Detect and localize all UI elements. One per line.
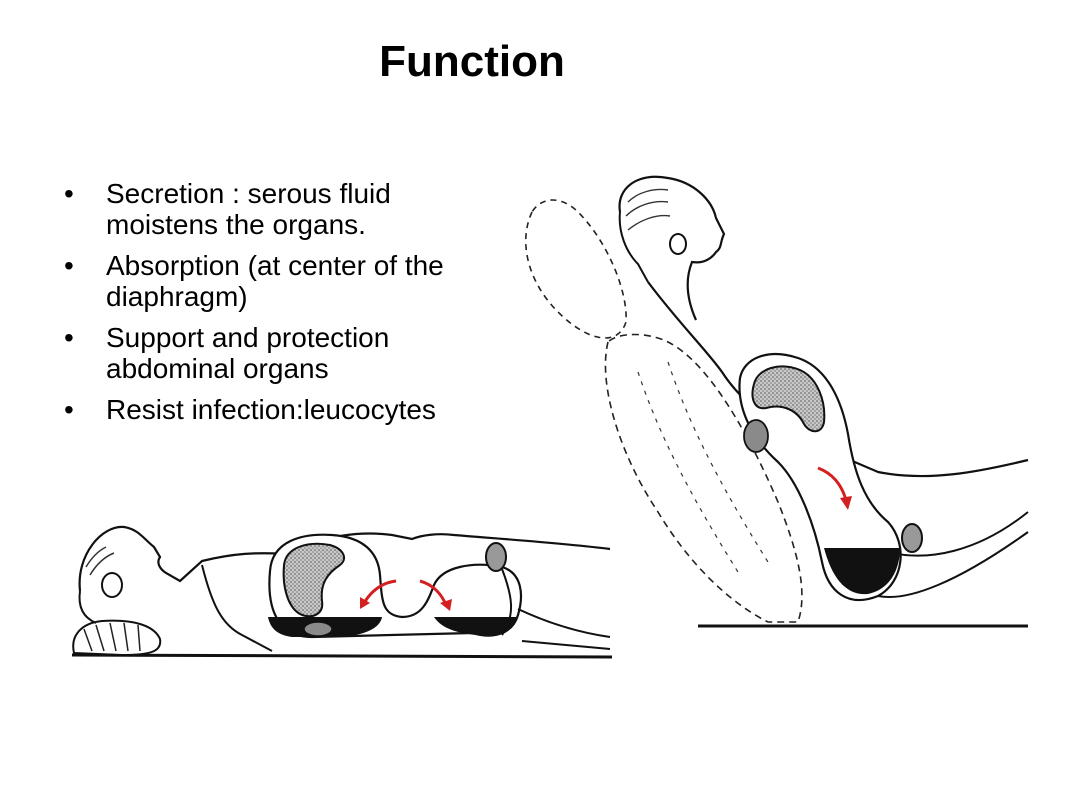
reclined-figure-illustration: [525, 175, 1029, 628]
head-outline: [78, 525, 293, 592]
pillow-shape: [72, 619, 162, 657]
arrow-down-icon: [817, 466, 848, 501]
bullet-item: • Secretion : serous fluid moistens the …: [62, 178, 462, 240]
bullet-item: • Support and protection abdominal organ…: [62, 322, 462, 384]
bullet-icon: •: [64, 322, 74, 353]
supine-figure-illustration: [71, 525, 613, 659]
bullet-icon: •: [64, 394, 74, 425]
slide-title: Function: [379, 37, 565, 86]
pillow-shape: [604, 333, 803, 623]
head-outline: [618, 175, 726, 321]
fluid-pool: [434, 617, 518, 636]
bullet-list: • Secretion : serous fluid moistens the …: [62, 178, 462, 435]
ground-line: [71, 653, 613, 659]
bullet-text: Secretion : serous fluid moistens the or…: [106, 178, 391, 240]
bullet-text: Resist infection:leucocytes: [106, 394, 436, 425]
bullet-text: Support and protection abdominal organs: [106, 322, 390, 384]
liver-shape: [282, 542, 346, 618]
liver-shape: [751, 365, 826, 433]
abdominal-cavity: [738, 353, 902, 602]
bullet-icon: •: [64, 178, 74, 209]
bullet-icon: •: [64, 250, 74, 281]
bullet-item: • Resist infection:leucocytes: [62, 394, 462, 425]
bullet-item: • Absorption (at center of the diaphragm…: [62, 250, 462, 312]
pillow-shape: [525, 199, 627, 339]
fluid-pool: [824, 548, 900, 595]
bullet-text: Absorption (at center of the diaphragm): [106, 250, 444, 312]
